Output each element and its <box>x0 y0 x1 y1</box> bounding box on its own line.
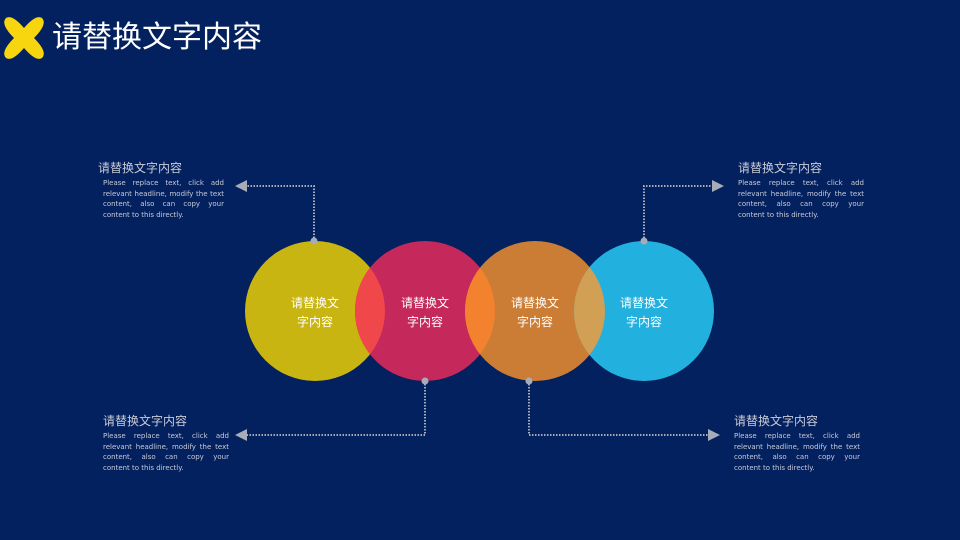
circle-3 <box>465 241 605 381</box>
connector-bottom-right <box>528 381 720 441</box>
connector-top-left <box>235 180 315 241</box>
text-block-bottom-left: 请替换文字内容 Please replace text, click add r… <box>103 413 229 473</box>
x-logo-icon <box>4 17 44 59</box>
text-block-top-left: 请替换文字内容 Please replace text, click add r… <box>98 160 224 220</box>
circle-2 <box>355 241 495 381</box>
circle-4 <box>574 241 714 381</box>
block-body: Please replace text, click add relevant … <box>738 179 864 219</box>
block-heading: 请替换文字内容 <box>98 161 183 175</box>
circle-4-label: 请替换文字内容 <box>619 296 668 329</box>
block-heading: 请替换文字内容 <box>734 414 819 428</box>
page-title: 请替换文字内容 <box>52 20 262 55</box>
connector-bottom-left <box>235 381 426 441</box>
text-block-bottom-right: 请替换文字内容 Please replace text, click add r… <box>734 413 860 473</box>
circle-2-label: 请替换文字内容 <box>400 296 449 329</box>
connector-top-right <box>643 180 724 241</box>
block-heading: 请替换文字内容 <box>738 161 823 175</box>
block-body: Please replace text, click add relevant … <box>103 179 224 219</box>
circle-1-label: 请替换文字内容 <box>290 296 339 329</box>
block-body: Please replace text, click add relevant … <box>734 432 860 472</box>
circle-1 <box>245 241 385 381</box>
block-body: Please replace text, click add relevant … <box>103 432 229 472</box>
circle-3-label: 请替换文字内容 <box>510 296 559 329</box>
text-block-top-right: 请替换文字内容 Please replace text, click add r… <box>738 160 864 220</box>
block-heading: 请替换文字内容 <box>103 414 188 428</box>
